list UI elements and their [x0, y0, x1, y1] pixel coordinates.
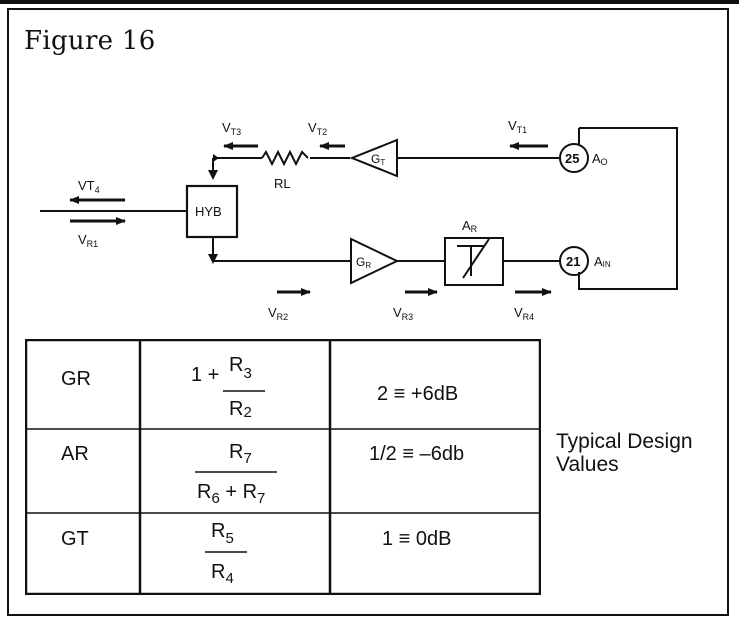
note-line-2: Values [556, 453, 619, 476]
row-gr-value: 2 ≡ +6dB [377, 383, 458, 405]
pin-25-circle [559, 143, 589, 173]
figure-frame [7, 8, 729, 616]
row-gr-prefix: 1 + [191, 364, 219, 386]
row-gt-numerator: R5 [211, 520, 234, 547]
row-ar-numerator: R7 [229, 441, 252, 467]
label-vr3: VR3 [393, 305, 413, 322]
row-gr-numerator: R3 [229, 354, 252, 382]
row-gr-name: GR [61, 368, 91, 390]
label-ain: AIN [594, 254, 611, 269]
row-gt-value: 1 ≡ 0dB [382, 528, 452, 550]
resistor-rl [261, 149, 309, 167]
label-rl: RL [274, 176, 291, 191]
label-ar: AR [462, 218, 478, 234]
row-ar-name: AR [61, 443, 89, 465]
label-vr1: VR1 [78, 232, 98, 249]
row-gt-name: GT [61, 528, 89, 550]
top-rule [0, 0, 739, 4]
label-ao: AO [592, 151, 608, 167]
row-ar-value: 1/2 ≡ –6db [369, 443, 464, 465]
row-gr-denominator: R2 [229, 398, 252, 421]
label-gt: GT [371, 152, 385, 167]
ic-box-outline [578, 127, 678, 290]
pin-21-circle [559, 246, 589, 276]
ar-attenuator [444, 237, 504, 286]
design-values-table: GR 1 + R3 R2 2 ≡ +6dB AR R7 R6 + R7 1/2 … [25, 339, 541, 595]
gt-amplifier [349, 138, 398, 178]
label-vr2: VR2 [268, 305, 288, 322]
label-vt1: VT1 [508, 118, 527, 135]
circuit-diagram: VT1 VT2 VT3 VT4 VR1 VR2 VR3 VR4 RL HYB G… [40, 118, 678, 322]
typical-design-values-note: Typical Design Values [556, 430, 693, 476]
figure-title: Figure 16 [24, 26, 156, 56]
gr-amplifier [350, 237, 400, 285]
label-hyb: HYB [195, 204, 222, 219]
note-line-1: Typical Design [556, 430, 693, 453]
label-vt3: VT3 [222, 120, 241, 137]
label-vt2: VT2 [308, 120, 327, 137]
label-vr4: VR4 [514, 305, 534, 322]
label-pin-21: 21 [566, 254, 580, 269]
label-gr: GR [356, 255, 371, 270]
row-ar-denominator: R6 + R7 [197, 481, 265, 507]
row-gt-denominator: R4 [211, 561, 234, 587]
label-pin-25: 25 [565, 151, 579, 166]
label-vt4: VT4 [78, 178, 100, 195]
